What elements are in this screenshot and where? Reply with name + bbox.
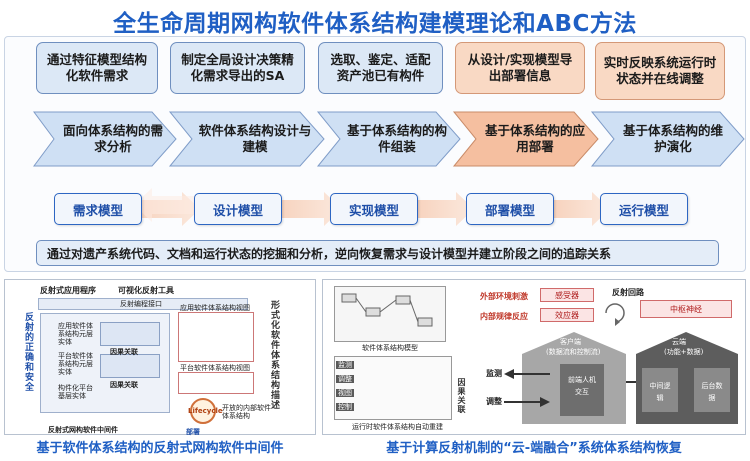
chevron-stage-1 [33, 111, 177, 167]
stage-label-3: 基于体系结构的构件组装 [346, 123, 447, 154]
client-box-label: 前端人机交互 [568, 376, 596, 396]
arch-model-label: 软件体系结构模型 [362, 344, 418, 352]
mid-logic-label: 中间逻辑 [649, 382, 671, 402]
formal-arch-label: 形式化软件体系结构描述 [269, 300, 279, 410]
side-tag-control: 控制 [336, 403, 354, 411]
cloud-label: 云端 [672, 338, 686, 346]
deploy-label: 部署 [186, 428, 200, 436]
reflect-api-bar [38, 298, 248, 310]
callout-requirements: 通过特征模型结构化软件需求 [36, 42, 158, 94]
stage-label-1: 面向体系结构的需求分析 [62, 123, 163, 154]
app-arch-view-box [178, 312, 254, 362]
model-box-1: 需求模型 [54, 193, 142, 225]
effector-box: 效应器 [540, 308, 594, 322]
app-arch-view-label: 应用软件体系结构视图 [180, 304, 250, 312]
middleware-base-label: 反射式网构软件中间件 [48, 426, 118, 434]
chevron-stage-4 [452, 111, 599, 167]
right-caption: 基于计算反射机制的“云-端融合”系统体系结构恢复 [386, 441, 682, 456]
meta-grid-2 [100, 354, 160, 378]
model-box-3: 实现模型 [330, 193, 418, 225]
component-base-entity: 构件化平台基层实体 [58, 384, 93, 400]
internal-reaction-label: 内部规律反应 [480, 312, 528, 321]
reflect-loop-label: 反射回路 [612, 288, 644, 297]
left-caption: 基于软件体系结构的反射式网构软件中间件 [36, 441, 284, 456]
model-box-4: 部署模型 [466, 193, 554, 225]
chevron-flow [33, 111, 745, 167]
correct-safe-label: 反射的正确和安全 [23, 312, 33, 392]
reflect-api-label: 反射编程接口 [120, 300, 162, 308]
reflective-app-label: 反射式应用程序 [40, 286, 96, 295]
chevron-stage-5 [590, 111, 745, 167]
client-box [560, 364, 604, 416]
causal-label-2: 因果关联 [110, 381, 138, 389]
chevron-stage-2 [168, 111, 325, 167]
meta-grid-1 [100, 322, 160, 346]
page-title: 全生命周期网构软件体系结构建模理论和ABC方法 [113, 11, 637, 37]
platform-meta-entity: 平台软件体系结构元层实体 [58, 352, 93, 376]
model-arrow-2 [276, 192, 342, 226]
stage-label-5: 基于体系结构的维护演化 [622, 123, 723, 154]
open-arch-label: 开放的内部软件体系结构 [222, 404, 271, 420]
side-tag-monitor: 监测 [336, 361, 354, 369]
visual-tool-label: 可视化反射工具 [118, 286, 174, 295]
model-flow-arrows [134, 188, 610, 226]
side-tag-adjust: 调整 [336, 375, 354, 383]
client-sub-label: (数据流和控制流) [546, 348, 601, 356]
client-label: 客户端 [560, 338, 581, 346]
callout-evolution: 实时反映系统运行时状态并在线调整 [595, 42, 725, 100]
lifecycle-icon [190, 398, 216, 424]
mid-logic-box [642, 368, 678, 412]
adjust-label: 调整 [486, 397, 502, 406]
arch-model-graph [341, 293, 433, 327]
traceability-bar: 通过对遗产系统代码、文档和运行状态的挖掘和分析，逆向恢复需求与设计模型并建立阶段… [36, 240, 719, 266]
stage-label-4: 基于体系结构的应用部署 [484, 123, 585, 154]
model-box-5: 运行模型 [600, 193, 688, 225]
model-box-2: 设计模型 [194, 193, 282, 225]
platform-arch-view-box [178, 372, 254, 394]
sensor-box: 感受器 [540, 288, 594, 302]
central-nerve-box: 中枢神经 [640, 300, 732, 318]
env-stimulus-label: 外部环境刺激 [480, 292, 528, 301]
side-tag-view: 视图 [336, 389, 354, 397]
backend-box [694, 368, 730, 412]
monitor-adjust-arrows [504, 369, 550, 407]
causal-vertical-label: 因果关联 [457, 378, 466, 414]
model-arrow-back-1 [134, 188, 200, 222]
causal-label-1: 因果关联 [110, 348, 138, 356]
model-arrow-3 [414, 192, 474, 226]
app-meta-entity: 应用软件体系结构元层实体 [58, 322, 93, 346]
callout-design: 制定全局设计决策精化需求导出的SA [170, 42, 305, 94]
loop-icon [605, 303, 625, 326]
callout-assembly: 选取、鉴定、适配资产池已有构件 [318, 42, 443, 94]
backend-label: 后台数据 [701, 382, 723, 402]
platform-arch-view-label: 平台软件体系结构视图 [180, 364, 250, 372]
model-arrow-4 [552, 192, 610, 226]
monitor-label: 监测 [486, 369, 502, 378]
cloud-sub-label: (功能+数据) [664, 348, 704, 356]
chevron-stage-3 [316, 111, 461, 167]
lifecycle-label: Lifecycle [188, 407, 223, 415]
callout-deployment: 从设计/实现模型导出部署信息 [455, 42, 585, 94]
stage-label-2: 软件体系结构设计与建模 [198, 123, 312, 154]
auto-rebuild-label: 运行时软件体系结构自动重建 [352, 423, 443, 431]
